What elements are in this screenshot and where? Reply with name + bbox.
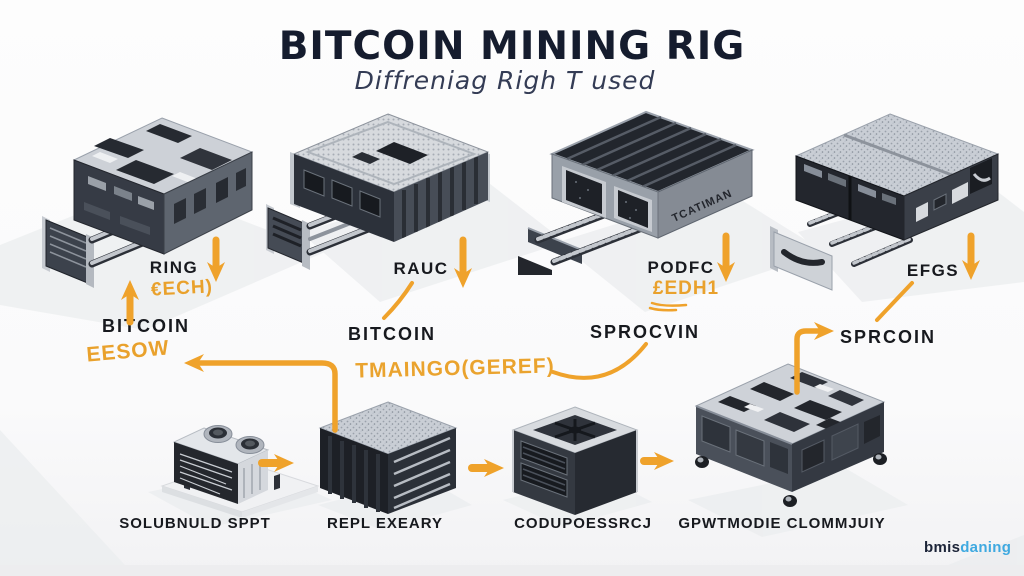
rig-4-label: EFGS (906, 261, 960, 280)
mesh-top-rig-illustration (266, 113, 490, 270)
rig-2-caption: BITCOIN (348, 324, 436, 344)
fan-cube-illustration (511, 406, 639, 515)
rig-4-caption: SPRCOIN (839, 327, 937, 347)
curve-rauc-bitcoin (382, 281, 414, 320)
logo-suffix: daning (960, 539, 1012, 556)
watermark-logo: bmisdaning (924, 539, 1011, 556)
arrow-elbow-right (794, 322, 834, 395)
finned-miner-rig-illustration: TCATIMAN (518, 110, 755, 275)
rig-3-caption: SPROCVIN (589, 322, 701, 342)
line-sprcoin-efgs (875, 281, 914, 322)
rig-3-label: PODFC (647, 258, 715, 277)
underline-edh1 (648, 301, 688, 312)
page-title: BITCOIN MINING RIG (278, 24, 746, 69)
rig-2-label: RAUC (393, 259, 449, 278)
page-subtitle: Diffreniag Righ T used (354, 66, 656, 95)
curve-note-sprocvin (551, 342, 648, 380)
bottom-item-3-label: CODUPOESSRCJ (514, 515, 652, 532)
asic-circuit-rig-illustration (42, 117, 254, 288)
server-box-illustration (694, 363, 887, 507)
arrow-elbow-left (184, 354, 338, 433)
heatsink-cube-illustration (318, 401, 458, 514)
bottom-item-1-label: SOLUBNULD SPPT (119, 515, 271, 532)
logo-prefix: bmis (924, 539, 961, 556)
rig-1-label: RING (149, 258, 199, 277)
bottom-item-4-label: GPWTMODIE CLOMMJUIY (678, 515, 886, 532)
rig-3-sublabel: £EDH1 (652, 278, 720, 299)
dual-module-rig-illustration (770, 113, 1000, 291)
bottom-item-2-label: REPL EXEARY (326, 515, 444, 532)
rig-1-caption: BITCOIN (102, 316, 190, 336)
psu-unit-illustration (160, 425, 320, 517)
